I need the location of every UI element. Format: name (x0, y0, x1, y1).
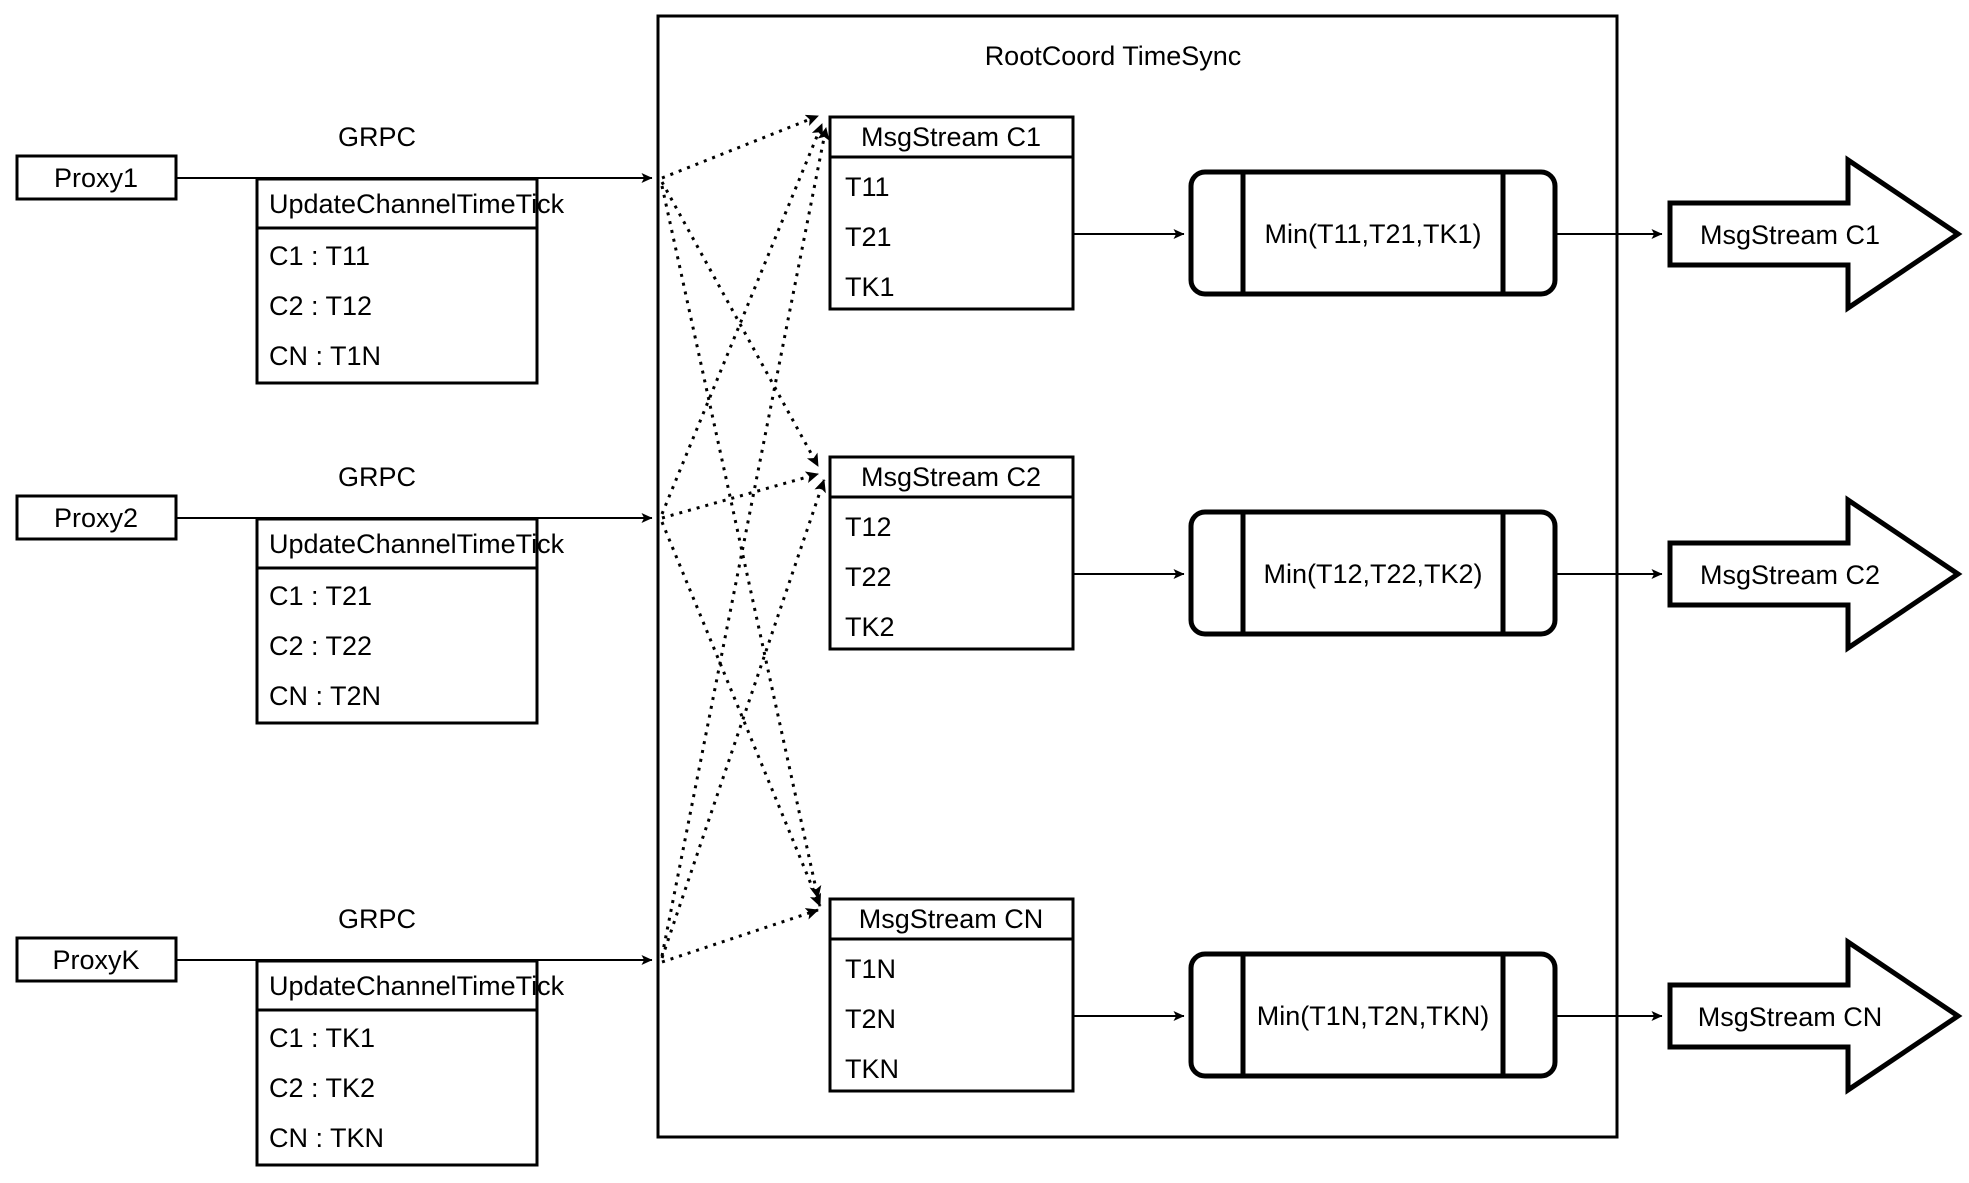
msgstream-box-2[interactable]: MsgStream C2 T12 T22 TK2 (828, 455, 1075, 651)
timetick-row-3-0: C1 : TK1 (269, 1023, 375, 1053)
proxy-label-3: ProxyK (52, 945, 139, 975)
update-channel-timetick-box-3[interactable]: UpdateChannelTimeTick C1 : TK1 C2 : TK2 … (255, 959, 565, 1167)
update-channel-timetick-header-1: UpdateChannelTimeTick (269, 189, 565, 219)
grpc-label-3: GRPC (338, 904, 416, 934)
channel-group-2: MsgStream C2 T12 T22 TK2 Min(T12,T22,TK2… (828, 455, 1963, 653)
output-msgstream-label-1: MsgStream C1 (1700, 220, 1880, 250)
fanout-pk-c1 (660, 127, 830, 957)
msgstream-row-2-2: TK2 (845, 612, 895, 642)
proxy-box-2[interactable] (15, 494, 178, 541)
channel-group-3: MsgStream CN T1N T2N TKN Min(T1N,T2N,TKN… (828, 897, 1963, 1095)
min-label-2: Min(T12,T22,TK2) (1263, 559, 1482, 589)
timetick-row-2-0: C1 : T21 (269, 581, 372, 611)
grpc-label-2: GRPC (338, 462, 416, 492)
msgstream-row-2-1: T22 (845, 562, 892, 592)
fanout-p2-cn (660, 521, 822, 907)
min-label-3: Min(T1N,T2N,TKN) (1257, 1001, 1490, 1031)
msgstream-row-1-0: T11 (845, 172, 890, 202)
grpc-label-1: GRPC (338, 122, 416, 152)
timetick-row-2-2: CN : T2N (269, 681, 381, 711)
min-process-box-2[interactable]: Min(T12,T22,TK2) (1188, 509, 1558, 637)
output-msgstream-label-2: MsgStream C2 (1700, 560, 1880, 590)
fanout-p1-c2 (660, 181, 820, 467)
update-channel-timetick-box-2[interactable]: UpdateChannelTimeTick C1 : T21 C2 : T22 … (255, 517, 565, 725)
msgstream-row-3-0: T1N (845, 954, 896, 984)
timetick-row-3-1: C2 : TK2 (269, 1073, 375, 1103)
fanout-p2-c1 (660, 123, 824, 515)
timetick-row-1-0: C1 : T11 (269, 241, 370, 271)
rootcoord-title: RootCoord TimeSync (985, 41, 1242, 71)
fanout-dotted-connections (660, 114, 830, 964)
msgstream-row-2-0: T12 (845, 512, 892, 542)
fanout-pk-c2 (660, 479, 826, 959)
msgstream-row-3-2: TKN (845, 1054, 899, 1084)
proxy-group-1: Proxy1 GRPC UpdateChannelTimeTick C1 : T… (15, 122, 653, 385)
output-msgstream-label-3: MsgStream CN (1698, 1002, 1883, 1032)
proxy-label-1: Proxy1 (54, 163, 138, 193)
proxy-label-2: Proxy2 (54, 503, 138, 533)
fanout-pk-cn (661, 908, 819, 964)
timetick-row-3-2: CN : TKN (269, 1123, 384, 1153)
msgstream-header-3: MsgStream CN (859, 904, 1044, 934)
channel-group-1: MsgStream C1 T11 T21 TK1 Min(T11,T21,TK1… (828, 115, 1963, 313)
min-process-box-3[interactable]: Min(T1N,T2N,TKN) (1188, 951, 1558, 1079)
proxy-group-3: ProxyK GRPC UpdateChannelTimeTick C1 : T… (15, 904, 653, 1167)
msgstream-box-1[interactable]: MsgStream C1 T11 T21 TK1 (828, 115, 1075, 311)
timetick-row-2-1: C2 : T22 (269, 631, 372, 661)
fanout-p2-c2 (661, 471, 819, 520)
timetick-row-1-1: C2 : T12 (269, 291, 372, 321)
update-channel-timetick-header-3: UpdateChannelTimeTick (269, 971, 565, 1001)
update-channel-timetick-box-1[interactable]: UpdateChannelTimeTick C1 : T11 C2 : T12 … (255, 177, 565, 385)
output-msgstream-arrow-2[interactable]: MsgStream C2 (1667, 495, 1963, 653)
min-process-box-1[interactable]: Min(T11,T21,TK1) (1188, 169, 1558, 297)
msgstream-row-3-1: T2N (845, 1004, 896, 1034)
update-channel-timetick-header-2: UpdateChannelTimeTick (269, 529, 565, 559)
proxy-group-2: Proxy2 GRPC UpdateChannelTimeTick C1 : T… (15, 462, 653, 725)
proxy-box-1[interactable] (15, 154, 178, 201)
rootcoord-timesync-container: RootCoord TimeSync (656, 14, 1619, 1139)
min-label-1: Min(T11,T21,TK1) (1264, 219, 1481, 249)
timetick-row-1-2: CN : T1N (269, 341, 381, 371)
msgstream-header-2: MsgStream C2 (861, 462, 1041, 492)
msgstream-row-1-1: T21 (845, 222, 892, 252)
msgstream-header-1: MsgStream C1 (861, 122, 1041, 152)
fanout-p1-c1 (661, 114, 819, 180)
output-msgstream-arrow-3[interactable]: MsgStream CN (1667, 937, 1963, 1095)
msgstream-box-3[interactable]: MsgStream CN T1N T2N TKN (828, 897, 1075, 1093)
output-msgstream-arrow-1[interactable]: MsgStream C1 (1667, 155, 1963, 313)
msgstream-row-1-2: TK1 (845, 272, 895, 302)
